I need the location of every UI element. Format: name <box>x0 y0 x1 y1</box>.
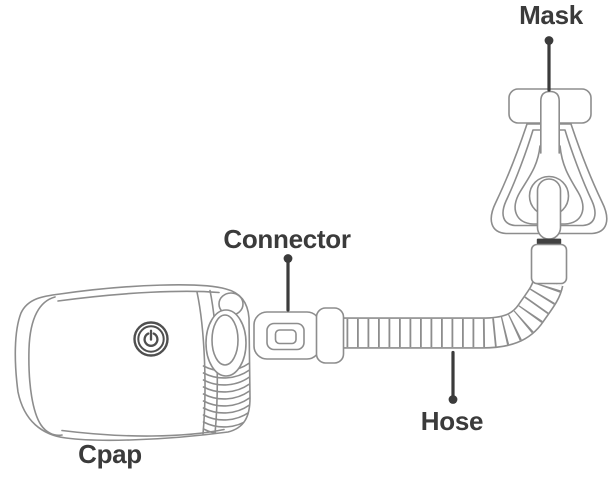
mask-hose-cuff <box>530 243 568 285</box>
cpap-machine <box>14 284 251 442</box>
mask-assembly <box>490 88 608 285</box>
label-mask: Mask <box>519 0 583 30</box>
mask-swivel-dark-band <box>536 238 562 245</box>
label-connector: Connector <box>223 224 351 254</box>
cpap-top-seam <box>57 290 220 302</box>
connector-cuff <box>315 307 345 364</box>
connector-assembly <box>253 307 345 364</box>
hose-tube <box>336 279 564 349</box>
mask-leader-dot <box>544 36 554 45</box>
annotations <box>283 36 554 404</box>
cpap-right-seam-1 <box>196 291 206 435</box>
power-icon <box>133 321 169 357</box>
mask-strap-outline <box>540 90 560 154</box>
connector-leader-dot <box>283 254 293 263</box>
connector-button-inner <box>274 329 297 345</box>
label-hose: Hose <box>420 406 484 436</box>
mask-elbow-capsule <box>536 178 562 240</box>
cpap-body-outline <box>14 284 251 442</box>
cpap-left-band-seam <box>28 296 63 437</box>
mask-strap-fill <box>540 91 560 153</box>
hose-leader-dot <box>448 395 458 404</box>
cpap-air-outlet-inner <box>211 314 239 366</box>
hose-corrugation <box>336 279 562 348</box>
label-cpap: Cpap <box>78 439 142 469</box>
